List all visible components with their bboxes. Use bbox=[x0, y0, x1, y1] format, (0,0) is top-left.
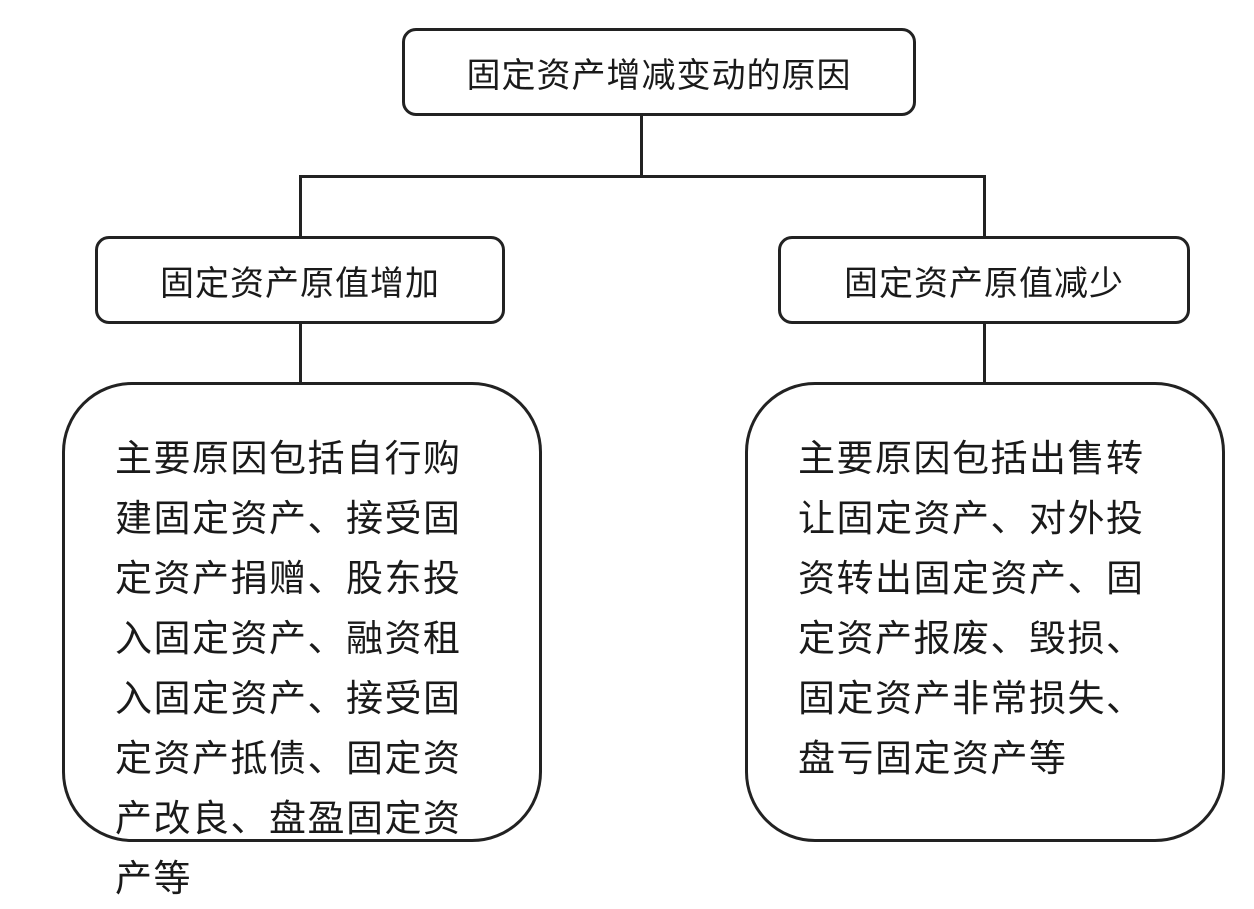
branch-node-decrease-label: 固定资产原值减少 bbox=[844, 263, 1124, 304]
connector-root-down bbox=[640, 116, 643, 176]
connector-left-leaf bbox=[299, 324, 302, 383]
branch-node-decrease: 固定资产原值减少 bbox=[778, 236, 1190, 324]
branch-node-increase-label: 固定资产原值增加 bbox=[160, 263, 440, 304]
connector-right-down bbox=[983, 175, 986, 237]
connector-right-leaf bbox=[983, 324, 986, 383]
connector-horizontal bbox=[299, 175, 985, 178]
branch-node-increase: 固定资产原值增加 bbox=[95, 236, 505, 324]
leaf-node-increase-text: 主要原因包括自行购建固定资产、接受固定资产捐赠、股东投入固定资产、融资租入固定资… bbox=[115, 437, 462, 900]
leaf-node-decrease-text: 主要原因包括出售转让固定资产、对外投资转出固定资产、固定资产报废、毁损、固定资产… bbox=[798, 437, 1145, 780]
leaf-node-decrease-reasons: 主要原因包括出售转让固定资产、对外投资转出固定资产、固定资产报废、毁损、固定资产… bbox=[745, 382, 1225, 842]
connector-left-down bbox=[299, 175, 302, 237]
root-node: 固定资产增减变动的原因 bbox=[402, 28, 916, 116]
root-node-label: 固定资产增减变动的原因 bbox=[466, 55, 852, 96]
leaf-node-increase-reasons: 主要原因包括自行购建固定资产、接受固定资产捐赠、股东投入固定资产、融资租入固定资… bbox=[62, 382, 542, 900]
